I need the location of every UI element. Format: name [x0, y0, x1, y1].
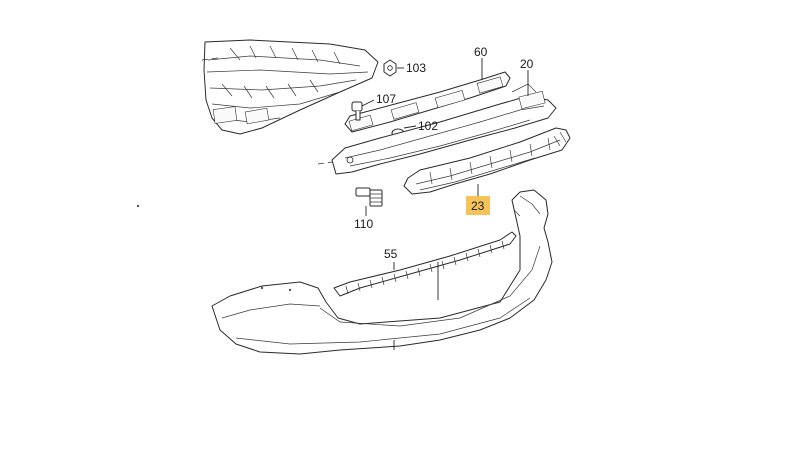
vehicle-body-section: [201, 39, 379, 135]
callout-110: 110: [354, 217, 373, 231]
highlight-box: [466, 196, 490, 215]
callout-55: 55: [384, 247, 398, 261]
part-55-trim-strip: [333, 231, 517, 300]
part-60-guide-bracket: [344, 58, 511, 133]
callout-23: 23: [471, 199, 485, 213]
leader-dot: [288, 288, 292, 292]
part-107-clip: [351, 99, 375, 121]
callout-107: 107: [376, 92, 396, 106]
leader-dot: [136, 204, 140, 208]
bumper-cover: [211, 189, 553, 355]
callout-60: 60: [474, 45, 488, 59]
callout-23-highlighted: 23: [466, 196, 490, 215]
leader-dot: [260, 286, 264, 290]
callout-102: 102: [418, 119, 438, 133]
part-110-bolt: [355, 187, 383, 216]
callout-103: 103: [406, 61, 426, 75]
part-20-bumper-carrier: [317, 70, 557, 175]
callout-20: 20: [520, 57, 534, 71]
part-23-energy-absorber: [403, 127, 571, 196]
part-103-nut: [383, 59, 404, 77]
